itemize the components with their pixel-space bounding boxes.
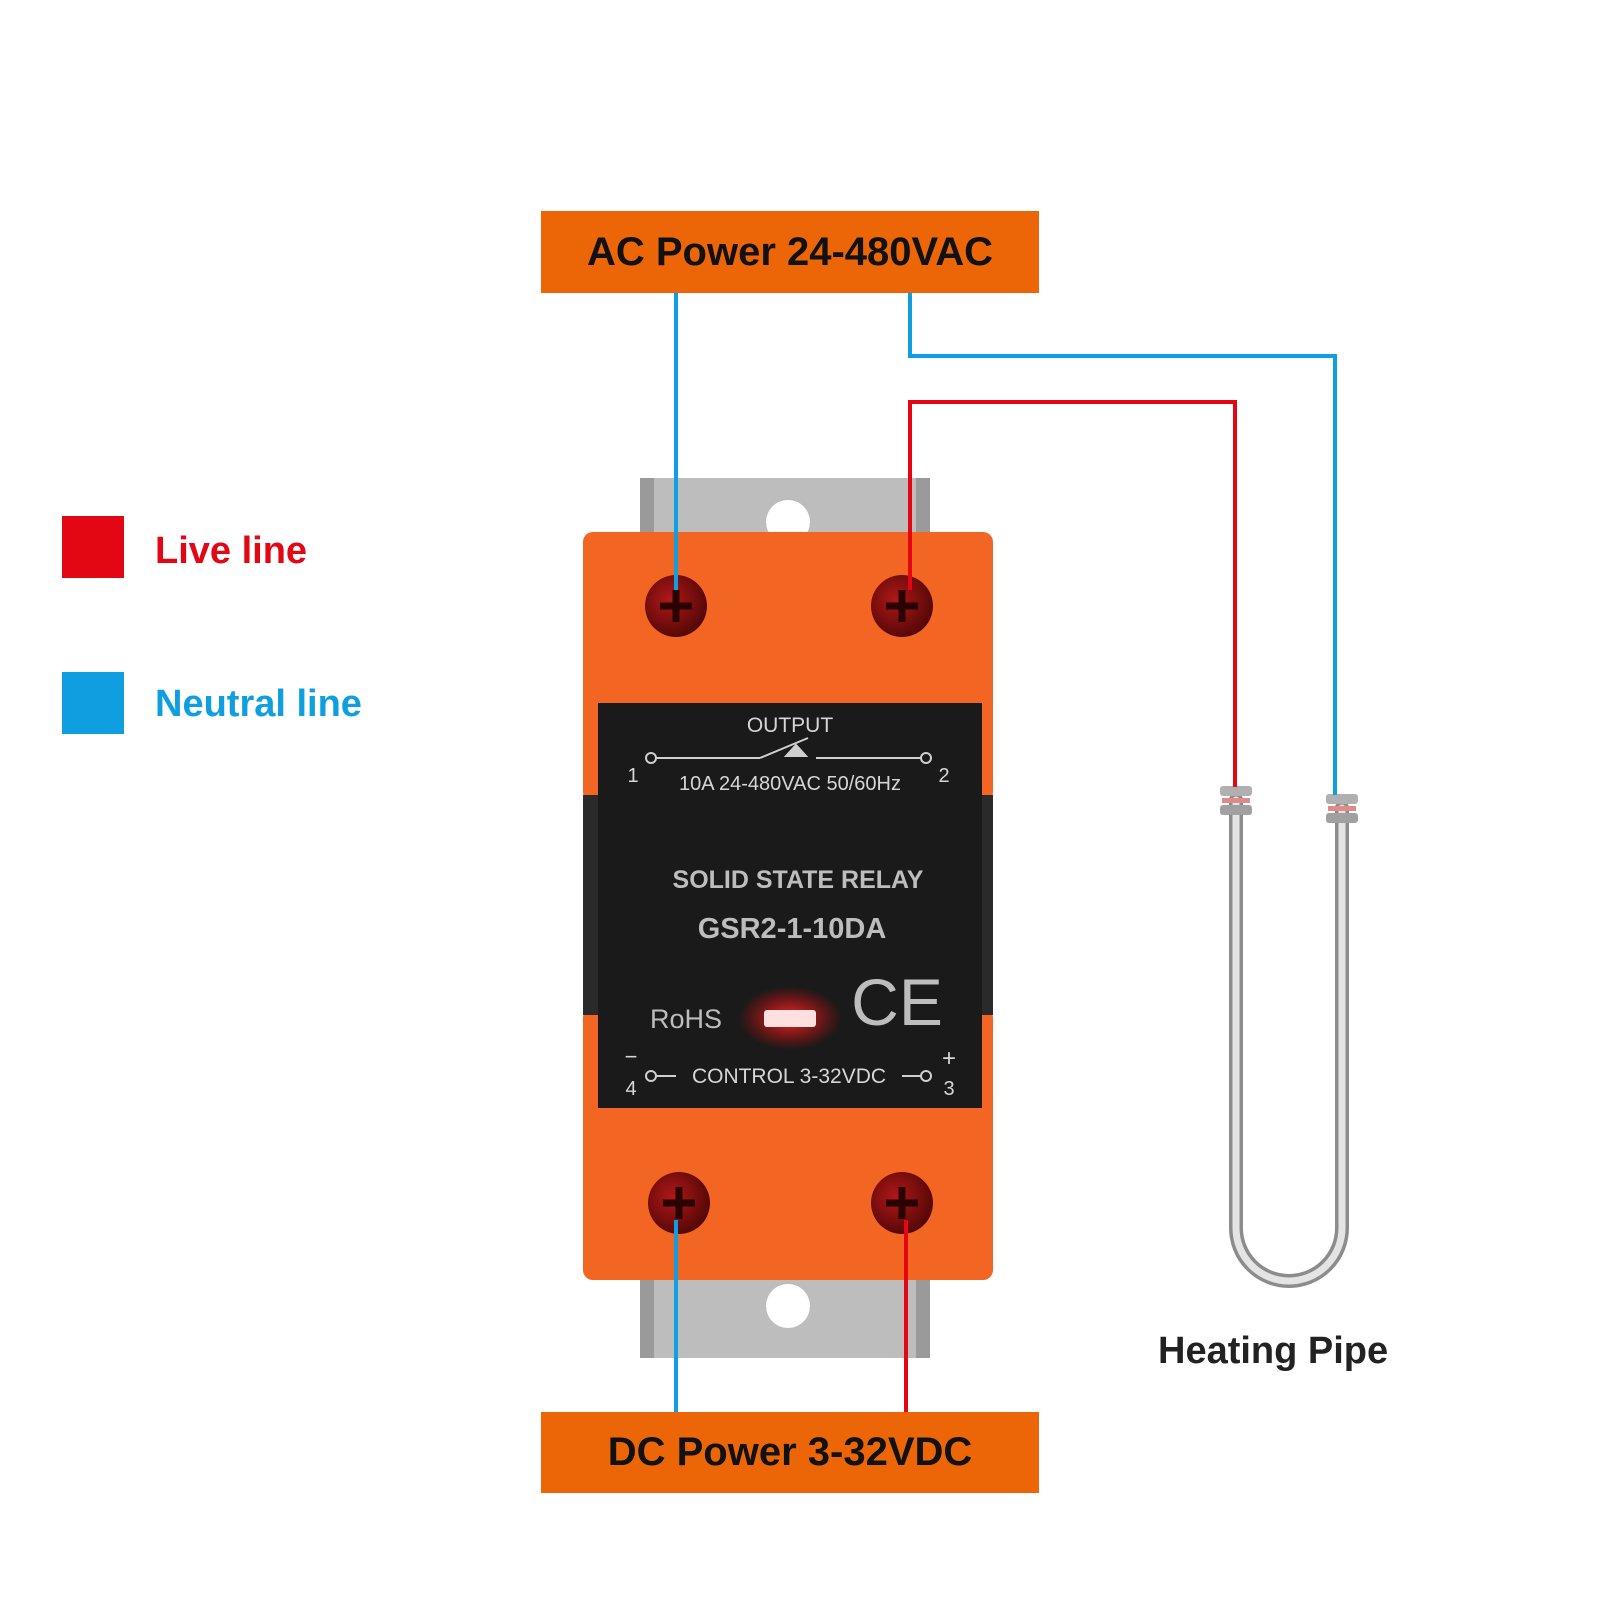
screw-terminal-2 bbox=[871, 575, 933, 637]
output-label: OUTPUT bbox=[747, 714, 834, 737]
legend-swatch-neutral bbox=[62, 672, 124, 734]
relay-type-label: SOLID STATE RELAY bbox=[673, 866, 924, 894]
screw-terminal-3 bbox=[871, 1172, 933, 1234]
bracket-hole-bottom bbox=[766, 1284, 810, 1328]
legend-swatch-live bbox=[62, 516, 124, 578]
terminal-3-label: 3 bbox=[943, 1078, 954, 1100]
relay-face-plate: OUTPUT 1 2 10A 24-480VAC 50/60Hz SOLID S… bbox=[598, 703, 982, 1108]
pipe-nut-right bbox=[1326, 794, 1358, 823]
legend-label-neutral: Neutral line bbox=[155, 683, 362, 725]
output-switch-symbol bbox=[645, 737, 932, 764]
relay-model-label: GSR2-1-10DA bbox=[698, 913, 887, 945]
terminal-4-label: 4 bbox=[625, 1078, 636, 1100]
heating-pipe bbox=[1220, 786, 1358, 1288]
heating-pipe-outline bbox=[1229, 793, 1349, 1288]
pipe-nut-left bbox=[1220, 786, 1252, 815]
terminal-2-label: 2 bbox=[938, 765, 949, 787]
wires bbox=[674, 293, 1337, 1412]
plus-sign: + bbox=[942, 1045, 956, 1072]
heating-pipe-label: Heating Pipe bbox=[1158, 1330, 1389, 1372]
control-line-symbol bbox=[645, 1070, 932, 1082]
status-led bbox=[764, 1010, 816, 1027]
minus-sign: − bbox=[625, 1044, 638, 1069]
terminal-1-label: 1 bbox=[627, 765, 638, 787]
wire-live-terminal-2-to-pipe bbox=[908, 400, 1237, 787]
screw-terminals bbox=[645, 575, 933, 1234]
dc-power-label: DC Power 3-32VDC bbox=[541, 1412, 1039, 1493]
wire-neutral-ac-to-pipe bbox=[908, 293, 1337, 795]
output-rating: 10A 24-480VAC 50/60Hz bbox=[679, 773, 901, 795]
rohs-mark: RoHS bbox=[650, 1004, 722, 1034]
ce-mark: CE bbox=[851, 965, 943, 1039]
screw-terminal-1 bbox=[645, 575, 707, 637]
control-label: CONTROL 3-32VDC bbox=[692, 1065, 886, 1088]
heating-pipe-tube bbox=[1232, 796, 1346, 1285]
screw-terminal-4 bbox=[648, 1172, 710, 1234]
legend-label-live: Live line bbox=[155, 530, 308, 572]
ac-power-label: AC Power 24-480VAC bbox=[541, 211, 1039, 293]
